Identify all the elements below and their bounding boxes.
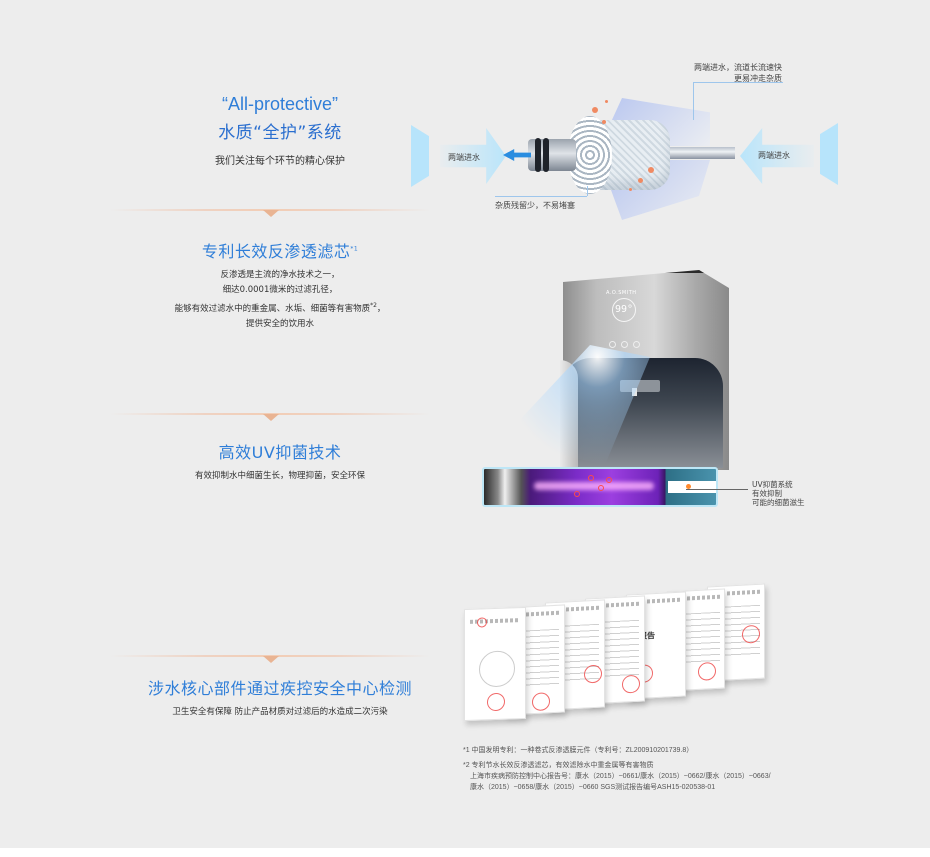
ro-title: 专利长效反渗透滤芯*1 xyxy=(150,238,410,262)
callout-top-line2: 更易冲走杂质 xyxy=(734,74,782,83)
footnotes: *1 中国发明专利：一种卷式反渗透膜元件（专利号：ZL200910201739.… xyxy=(463,745,771,793)
uv-title: 高效UV抑菌技术 xyxy=(218,443,342,462)
intro-title-cn: 水质“全护”系统 xyxy=(218,123,342,143)
intro-subtitle: 我们关注每个环节的精心保护 xyxy=(215,156,345,167)
dispenser-brand: A.O.SMITH xyxy=(606,290,637,296)
footnote-1: *1 中国发明专利：一种卷式反渗透膜元件（专利号：ZL200910201739.… xyxy=(463,747,694,754)
ro-line-3-sup: *2 xyxy=(370,302,377,309)
o-ring-2 xyxy=(543,138,549,172)
o-ring-1 xyxy=(535,138,541,172)
impurity-dot xyxy=(648,167,654,173)
inlet-left-label: 两端进水 xyxy=(448,153,480,162)
uv-lamp-tube xyxy=(482,467,718,507)
ro-line-3-suffix: ， xyxy=(376,303,386,314)
bacteria-icon xyxy=(588,475,594,481)
uv-callout: UV抑菌系统 有效抑制 可能的细菌滋生 xyxy=(752,480,805,507)
intro-title-en: “All-protective” xyxy=(221,94,339,114)
cdc-block: 涉水核心部件通过疾控安全中心检测 卫生安全有保障 防止产品材质对过滤后的水造成二… xyxy=(130,675,430,720)
uv-glow xyxy=(534,482,654,490)
ro-line-2: 细达0.0001微米的过滤孔径， xyxy=(222,285,338,295)
bacteria-icon xyxy=(598,485,604,491)
ro-line-4: 提供安全的饮用水 xyxy=(245,318,314,329)
ro-block: 专利长效反渗透滤芯*1 反渗透是主流的净水技术之一， 细达0.0001微米的过滤… xyxy=(150,238,410,332)
cdc-title: 涉水核心部件通过疾控安全中心检测 xyxy=(147,679,412,698)
report-doc xyxy=(464,606,526,722)
uv-callout-line-1: UV抑菌系统 xyxy=(752,480,793,489)
footnote-2-line-1: *2 专利节水长效反渗透滤芯，有效滤除水中重金属等有害物质 xyxy=(463,762,654,769)
divider-arrow-icon xyxy=(263,656,279,663)
ro-body: 反渗透是主流的净水技术之一， 细达0.0001微米的过滤孔径， 能够有效过滤水中… xyxy=(150,268,410,332)
uv-callout-line-3: 可能的细菌滋生 xyxy=(752,498,805,507)
ro-line-3-text: 能够有效过滤水中的重金属、水垢、细菌等有害物质 xyxy=(174,303,371,314)
callout-bottom: 杂质残留少，不易堵塞 xyxy=(495,201,575,210)
callout-bottom-leader xyxy=(587,186,588,196)
uv-cap-band xyxy=(668,481,716,493)
ro-line-1: 反渗透是主流的净水技术之一， xyxy=(220,270,340,280)
uv-marker-dot xyxy=(686,484,691,489)
inlet-right-label: 两端进水 xyxy=(758,151,790,160)
impurity-dot xyxy=(605,100,608,103)
ro-line-3: 能够有效过滤水中的重金属、水垢、细菌等有害物质*2， xyxy=(150,298,410,317)
temperature-display: 99° xyxy=(612,298,636,322)
callout-top-line1: 两端进水，流道长流速快 xyxy=(694,63,782,72)
callout-top-leader xyxy=(693,82,694,120)
dispenser-button-icon xyxy=(633,341,640,348)
callout-top: 两端进水，流道长流速快 更易冲走杂质 xyxy=(694,62,782,84)
callout-bottom-line xyxy=(495,196,587,197)
inlet-panel-right xyxy=(820,123,838,185)
uv-body: 有效抑制水中细菌生长，物理抑菌，安全环保 xyxy=(194,471,365,481)
footnote-2-line-3: 康水（2015）~0658/康水（2015）~0660 SGS测试报告编号ASH… xyxy=(470,784,716,791)
uv-block: 高效UV抑菌技术 有效抑制水中细菌生长，物理抑菌，安全环保 xyxy=(150,439,410,484)
bacteria-icon xyxy=(574,491,580,497)
uv-callout-line xyxy=(686,489,748,490)
outflow-arrow-icon xyxy=(503,149,531,161)
impurity-dot xyxy=(602,120,606,124)
divider-arrow-icon xyxy=(263,210,279,217)
impurity-dot xyxy=(592,107,598,113)
center-rod xyxy=(660,147,735,159)
bacteria-icon xyxy=(606,477,612,483)
uv-callout-line-2: 有效抑制 xyxy=(752,489,782,498)
impurity-dot xyxy=(629,188,632,191)
ro-title-text: 专利长效反渗透滤芯 xyxy=(201,242,351,261)
impurity-dot xyxy=(638,178,643,183)
intro-block: “All-protective” 水质“全护”系统 我们关注每个环节的精心保护 xyxy=(180,94,380,167)
footnote-2-line-2: 上海市疾病预防控制中心报告号：康水（2015）~0661/康水（2015）~06… xyxy=(470,773,771,780)
divider-arrow-icon xyxy=(263,414,279,421)
callout-top-line xyxy=(693,82,783,83)
dispenser-button-icon xyxy=(621,341,628,348)
inlet-panel-left xyxy=(411,125,429,187)
cdc-body: 卫生安全有保障 防止产品材质对过滤后的水造成二次污染 xyxy=(172,707,388,717)
ro-title-sup: *1 xyxy=(350,245,359,253)
dispenser-button-icon xyxy=(609,341,616,348)
